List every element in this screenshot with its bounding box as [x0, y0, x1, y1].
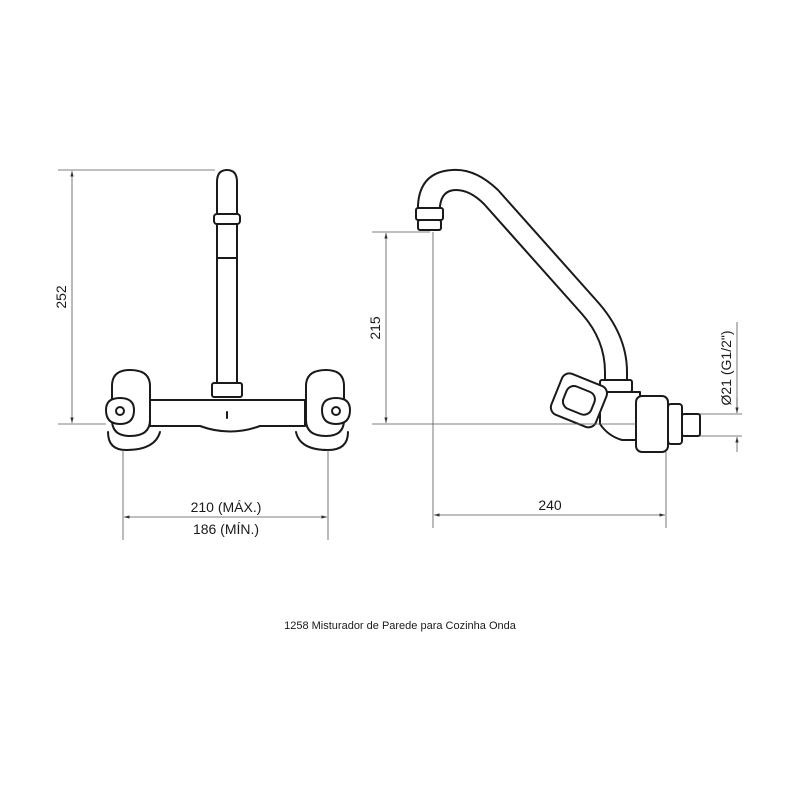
side-reach-label: 240 [538, 497, 562, 513]
side-height-label: 215 [367, 316, 383, 340]
width-max-label: 210 (MÁX.) [191, 499, 262, 515]
front-spout-tube [216, 169, 238, 216]
front-swivel-collar [211, 382, 243, 398]
side-eccentric [667, 403, 683, 445]
front-left-flange [107, 431, 161, 451]
front-height-label: 252 [53, 285, 69, 309]
side-spout-outer [417, 168, 628, 383]
side-handle [549, 372, 609, 429]
side-wall-flange [635, 395, 669, 453]
width-min-label: 186 (MÍN.) [193, 521, 259, 537]
side-thread [681, 413, 701, 437]
side-mixer-body [599, 391, 641, 441]
side-spout-inner [439, 189, 606, 383]
front-spout-ring [213, 213, 241, 225]
side-view: 215 240 Ø21 (G1/2") [367, 168, 742, 528]
front-view: 252 210 (MÁX.) 186 (MÍN.) [53, 169, 351, 540]
side-aerator [415, 207, 444, 221]
connection-label: Ø21 (G1/2") [718, 331, 734, 406]
front-riser [216, 223, 238, 385]
caption: 1258 Misturador de Parede para Cozinha O… [284, 620, 517, 632]
